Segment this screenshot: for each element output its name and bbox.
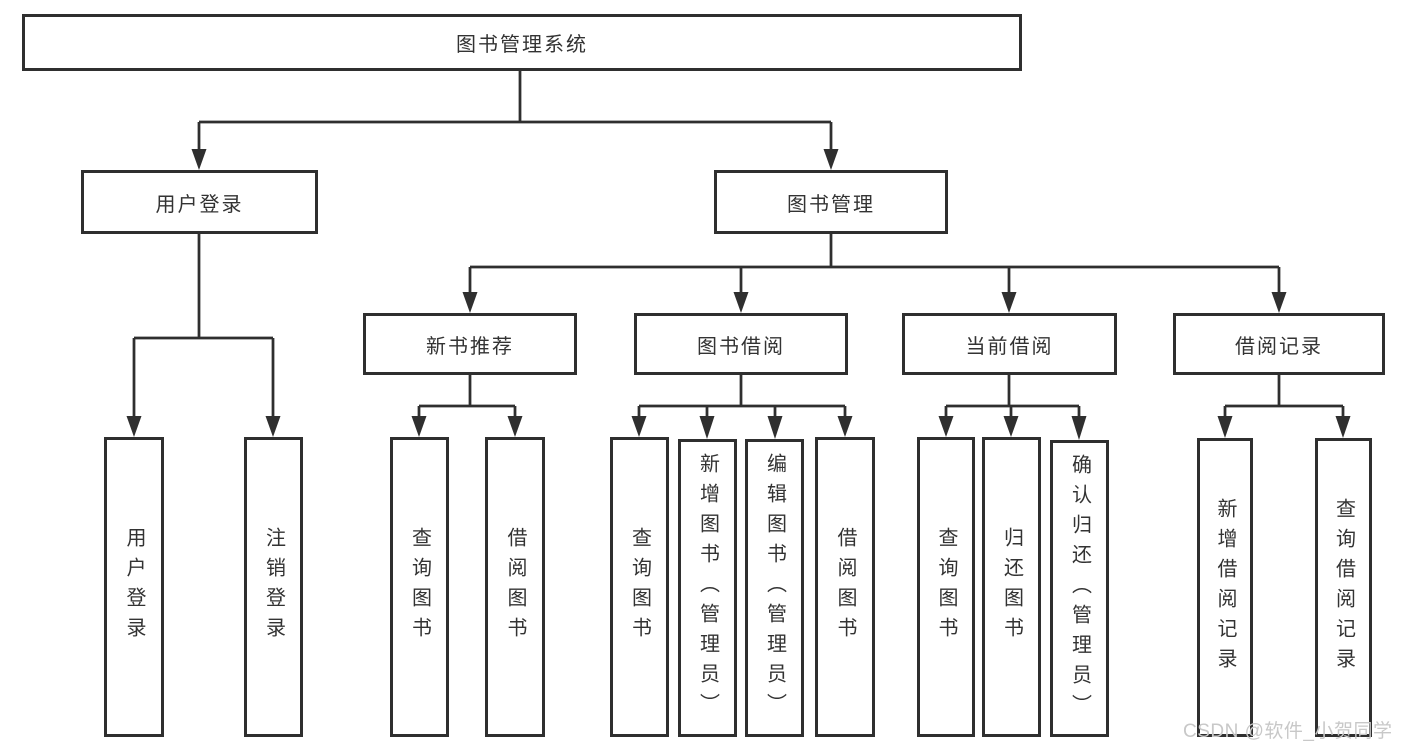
leaf-label: 用户登录 (123, 527, 145, 647)
node-current-borrowing: 当前借阅 (902, 313, 1117, 375)
leaf-query-books-borrow: 查询图书 (610, 437, 669, 737)
leaf-label: 注销登录 (262, 527, 285, 647)
node-new-book-recommendation: 新书推荐 (363, 313, 577, 375)
leaf-label: 查询图书 (628, 527, 651, 647)
leaf-label: 查询图书 (408, 527, 431, 647)
leaf-label: 查询借阅记录 (1332, 497, 1355, 678)
leaf-edit-books-admin: 编辑图书（管理员） (745, 439, 804, 737)
node-label: 图书管理系统 (456, 34, 588, 56)
leaf-label: 借阅图书 (834, 527, 856, 647)
node-label: 图书借阅 (697, 335, 785, 358)
node-label: 借阅记录 (1235, 335, 1323, 358)
leaf-query-books-rec: 查询图书 (390, 437, 449, 737)
leaf-query-borrow-record: 查询借阅记录 (1315, 438, 1372, 737)
node-label: 新书推荐 (426, 335, 514, 358)
node-label: 用户登录 (155, 193, 244, 216)
leaf-confirm-return-admin: 确认归还（管理员） (1050, 440, 1109, 737)
leaf-label: 编辑图书（管理员） (763, 453, 786, 723)
node-user-login: 用户登录 (81, 170, 318, 234)
leaf-return-books: 归还图书 (982, 437, 1041, 737)
leaf-label: 新增借阅记录 (1214, 497, 1236, 678)
leaf-add-books-admin: 新增图书（管理员） (678, 439, 737, 737)
leaf-label: 归还图书 (1000, 527, 1023, 647)
node-book-borrowing: 图书借阅 (634, 313, 848, 375)
leaf-borrow-books: 借阅图书 (815, 437, 875, 737)
leaf-label: 借阅图书 (504, 527, 526, 647)
leaf-borrow-books-rec: 借阅图书 (485, 437, 545, 737)
leaf-label: 确认归还（管理员） (1068, 453, 1091, 724)
leaf-user-login: 用户登录 (104, 437, 164, 737)
leaf-logout: 注销登录 (244, 437, 303, 737)
leaf-label: 查询图书 (935, 527, 957, 647)
node-label: 图书管理 (787, 193, 875, 216)
leaf-query-books-current: 查询图书 (917, 437, 975, 737)
leaf-add-borrow-record: 新增借阅记录 (1197, 438, 1253, 737)
node-library-management-system: 图书管理系统 (22, 14, 1022, 71)
node-book-management: 图书管理 (714, 170, 948, 234)
node-label: 当前借阅 (965, 335, 1054, 358)
csdn-watermark: CSDN @软件_小贺同学 (1183, 721, 1393, 742)
leaf-label: 新增图书（管理员） (696, 453, 719, 723)
node-borrowing-records: 借阅记录 (1173, 313, 1385, 375)
